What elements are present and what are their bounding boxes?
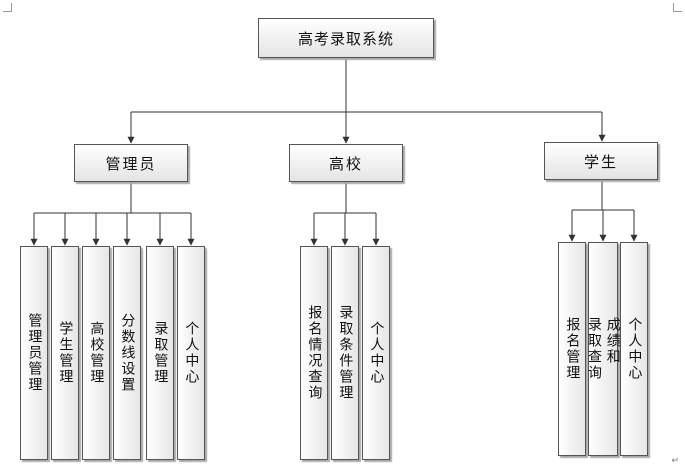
leaf-node-label: 成绩和: [604, 317, 621, 365]
leaf-node: 录取管理: [146, 246, 174, 460]
leaf-node: 成绩和 录取查询: [586, 242, 621, 456]
leaf-node-label: 录取查询: [586, 317, 602, 381]
category-node-university: 高校: [289, 144, 403, 182]
leaf-node-label: 报名管理: [564, 317, 581, 381]
leaf-node-label: 录取条件管理: [337, 305, 354, 401]
leaf-node: 管理员管理: [20, 246, 48, 460]
leaf-node-label: 个人中心: [368, 321, 385, 385]
leaf-node-label: 高校管理: [88, 321, 105, 385]
category-node-admin: 管理员: [74, 144, 188, 182]
leaf-node-label: 报名情况查询: [306, 305, 323, 401]
leaf-node-label: 管理员管理: [26, 313, 43, 393]
category-node-label: 学生: [583, 152, 618, 171]
category-node-student: 学生: [544, 142, 658, 180]
leaf-node-label: 个人中心: [183, 321, 200, 385]
paragraph-return-icon: ↵: [671, 456, 679, 466]
page-corner-mark: [3, 3, 12, 12]
category-node-label: 高校: [328, 154, 363, 173]
leaf-node: 报名管理: [558, 242, 586, 456]
leaf-node-label: 分数线设置: [119, 313, 136, 393]
leaf-node-label: 录取管理: [152, 321, 169, 385]
leaf-node: 个人中心: [620, 242, 648, 456]
leaf-node-label: 个人中心: [626, 317, 643, 381]
leaf-node: 高校管理: [82, 246, 110, 460]
root-node-label: 高考录取系统: [297, 29, 394, 48]
page-corner-mark: [673, 3, 682, 12]
leaf-node: 个人中心: [177, 246, 205, 460]
leaf-node-label: 学生管理: [57, 321, 74, 385]
root-node: 高考录取系统: [258, 18, 434, 58]
leaf-node: 分数线设置: [113, 246, 141, 460]
leaf-node: 报名情况查询: [300, 246, 328, 460]
category-node-label: 管理员: [105, 154, 157, 173]
leaf-node: 个人中心: [362, 246, 390, 460]
leaf-node: 学生管理: [51, 246, 79, 460]
leaf-node: 录取条件管理: [331, 246, 359, 460]
